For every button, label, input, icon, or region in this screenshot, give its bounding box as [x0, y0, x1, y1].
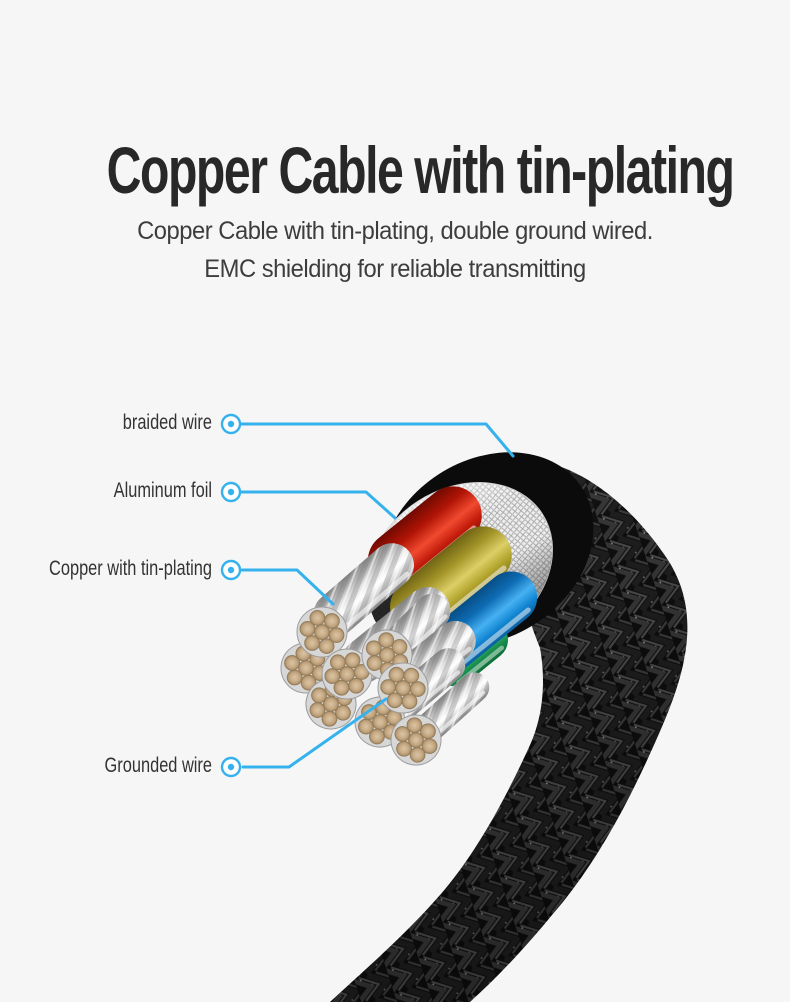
- page-title: Copper Cable with tin-plating: [106, 133, 735, 208]
- subtitle-line-2: EMC shielding for reliable transmitting: [204, 255, 586, 283]
- callout-dot-grounded-wire: [220, 756, 242, 778]
- label-copper-with-tinplating: Copper with tin-plating: [49, 557, 212, 580]
- callout-dot-braided-wire: [220, 413, 242, 435]
- label-braided-wire: braided wire: [122, 411, 212, 434]
- callout-line-copper-tinplating: [240, 568, 335, 606]
- callout-dot-copper-tinplating: [220, 559, 242, 581]
- label-aluminum-foil: Aluminum foil: [113, 479, 212, 502]
- callout-line-aluminum-foil: [239, 490, 397, 520]
- page-subtitle: Copper Cable with tin-plating, double gr…: [20, 212, 771, 288]
- wire-end-bundle: [296, 606, 348, 658]
- callout-line-braided-wire: [239, 422, 515, 458]
- cable-jacket-braid: [330, 459, 688, 1002]
- label-grounded-wire: Grounded wire: [104, 754, 212, 777]
- callout-line-grounded-wire: [241, 697, 388, 769]
- callout-dot-aluminum-foil: [220, 481, 242, 503]
- subtitle-line-1: Copper Cable with tin-plating, double gr…: [137, 217, 653, 245]
